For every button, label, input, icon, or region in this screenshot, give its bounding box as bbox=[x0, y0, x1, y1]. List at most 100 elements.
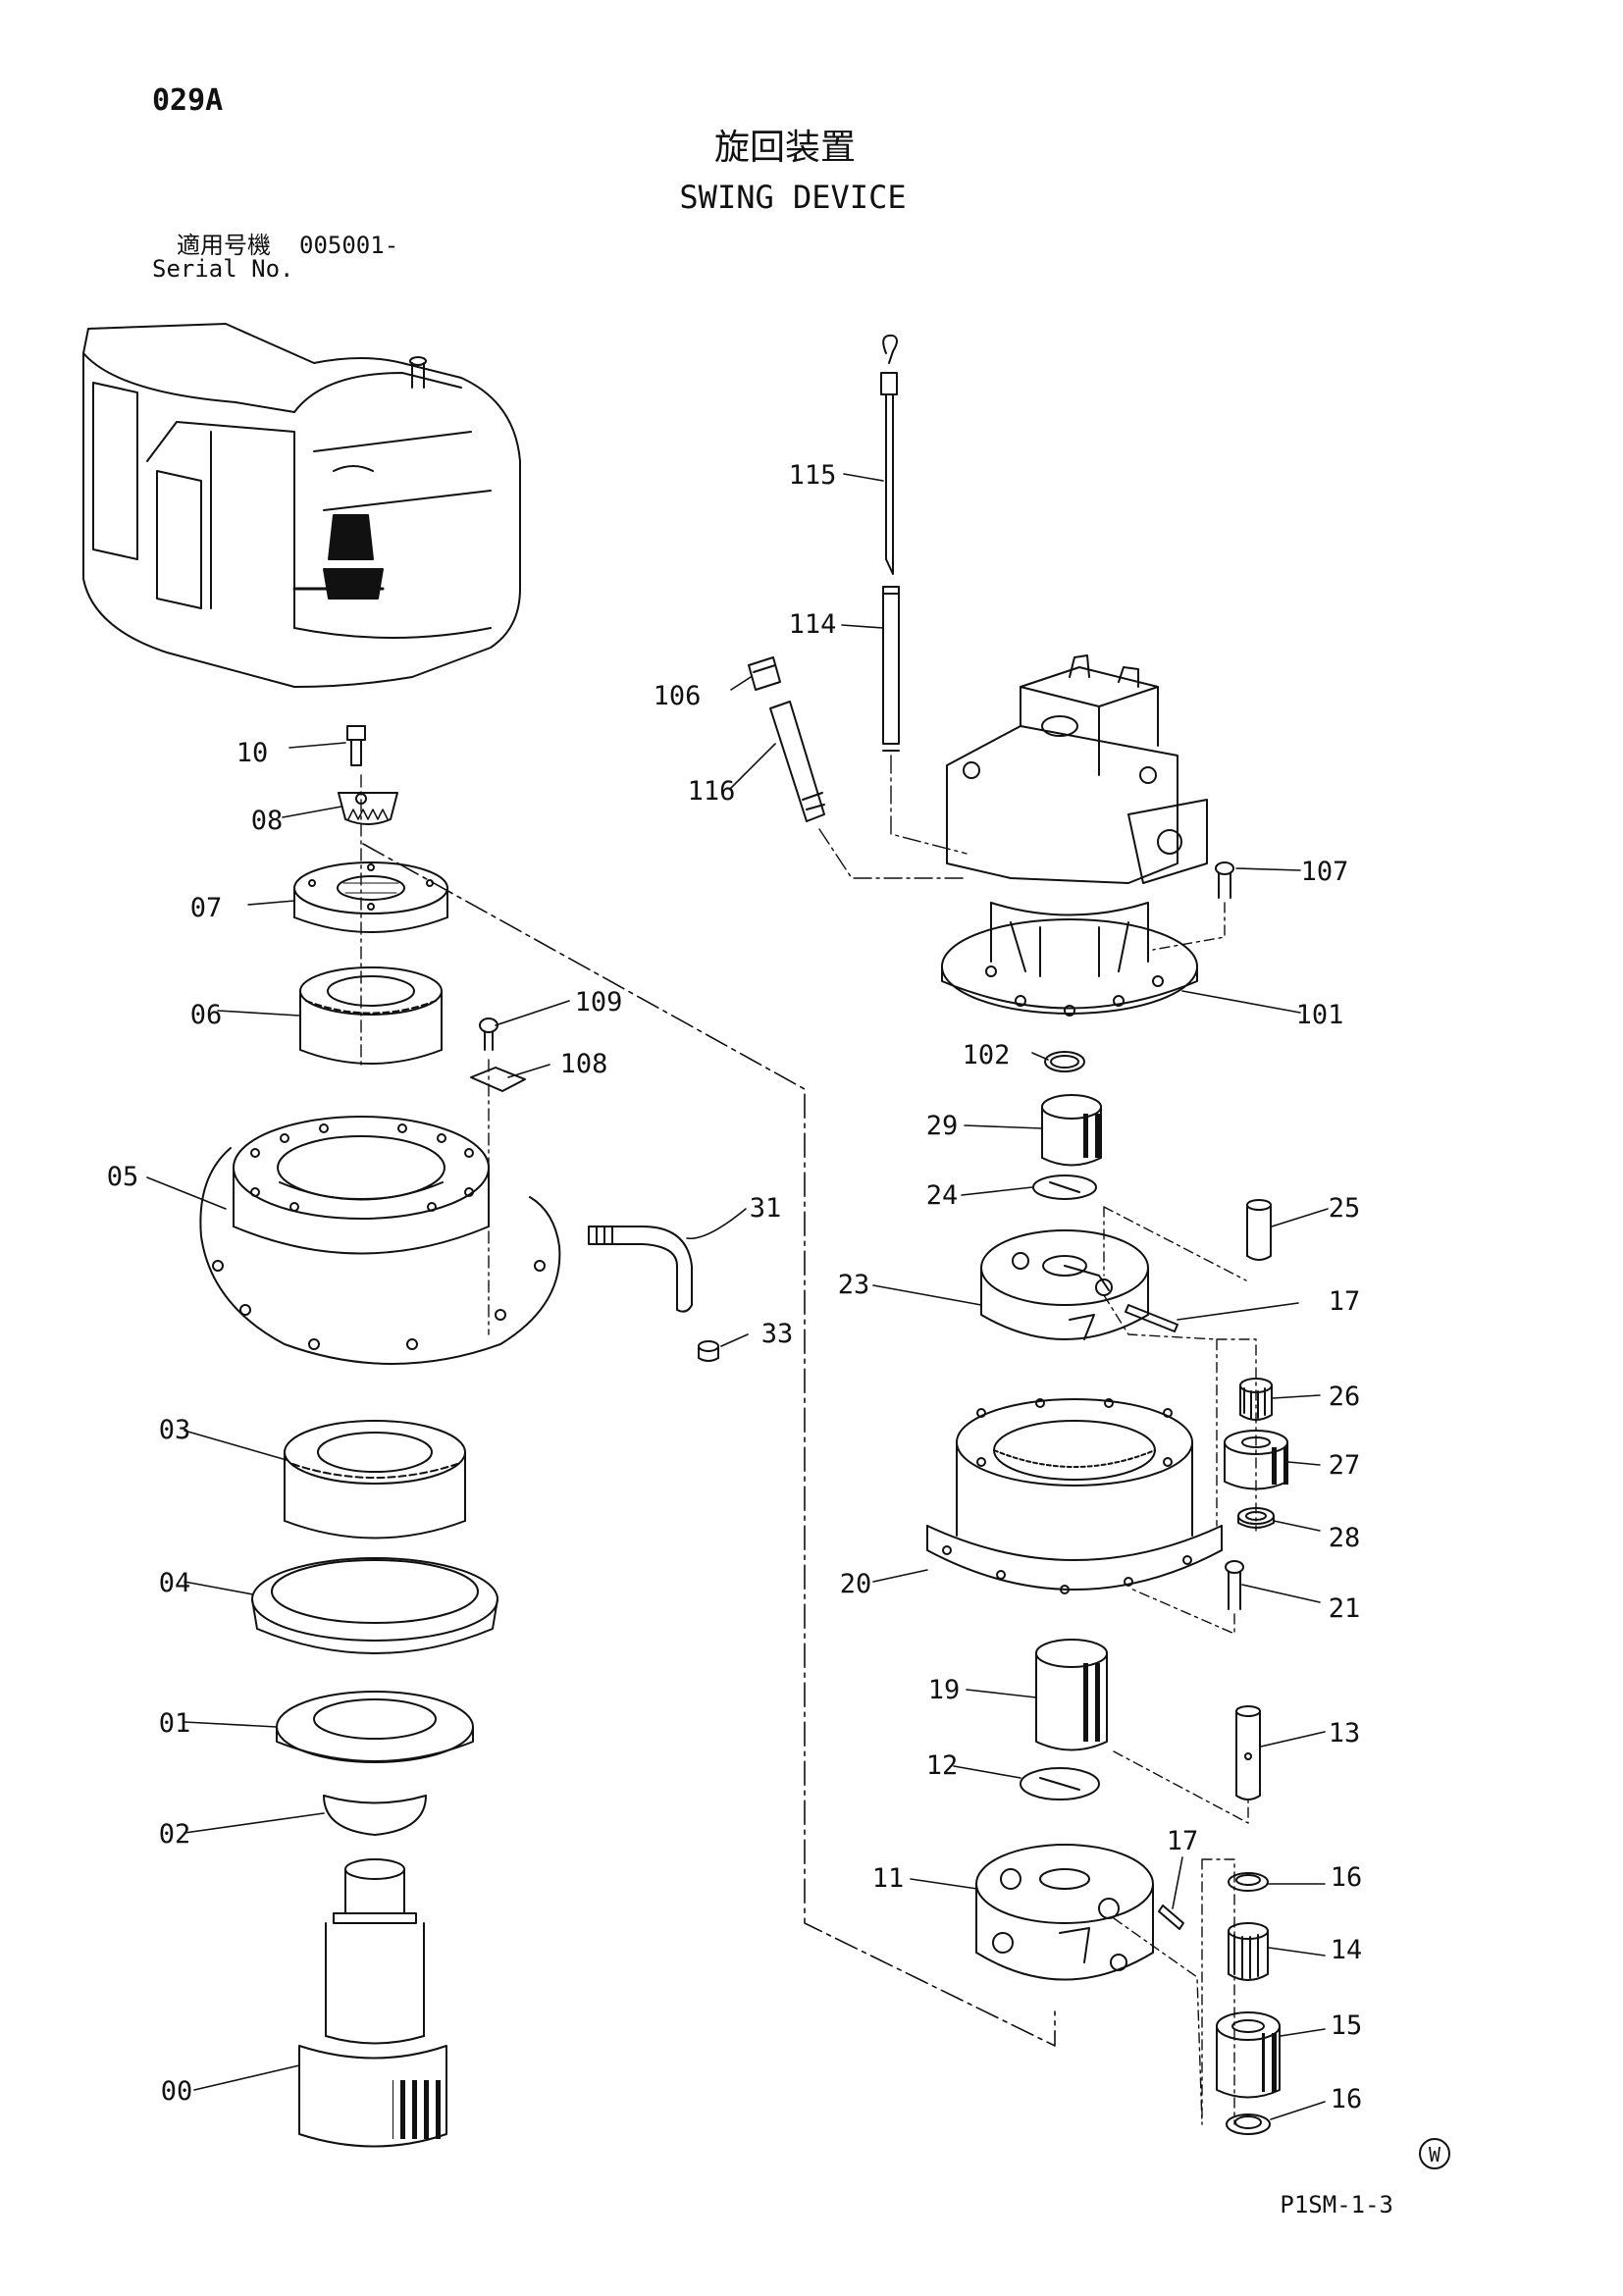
serial-label-japanese: 適用号機 bbox=[177, 232, 271, 259]
leader-lines bbox=[146, 473, 1329, 2120]
label-part-04: 04 bbox=[159, 1568, 191, 1598]
part-17-spring-pin bbox=[1125, 1304, 1178, 1332]
part-21-socket-bolt bbox=[1225, 1560, 1244, 1610]
label-part-05: 05 bbox=[107, 1162, 139, 1192]
axis-line-left bbox=[360, 774, 490, 1335]
label-part-00: 00 bbox=[161, 2076, 193, 2107]
part-28-thrust-washer bbox=[1237, 1507, 1275, 1529]
part-109-bolt bbox=[479, 1018, 498, 1051]
part-107-bolt bbox=[1215, 861, 1234, 899]
axis-line-planet bbox=[1103, 1294, 1257, 1532]
label-part-108: 108 bbox=[560, 1049, 608, 1079]
part-00-pinion-shaft bbox=[298, 1858, 447, 2148]
label-part-08: 08 bbox=[251, 806, 284, 836]
label-part-28: 28 bbox=[1329, 1523, 1361, 1553]
part-16-lower-washer bbox=[1226, 2113, 1271, 2135]
part-05-housing bbox=[199, 1116, 561, 1365]
title-japanese: 旋回装置 bbox=[714, 128, 856, 168]
label-part-107: 107 bbox=[1301, 857, 1349, 887]
label-part-14: 14 bbox=[1331, 1935, 1363, 1965]
part-20-ring-gear bbox=[926, 1398, 1223, 1594]
part-101-hydraulic-motor bbox=[941, 654, 1208, 1017]
label-part-17-upper: 17 bbox=[1329, 1286, 1361, 1317]
part-02-snap-ring bbox=[323, 1795, 427, 1836]
assembly-line-left bbox=[362, 843, 1056, 2047]
label-part-106: 106 bbox=[654, 681, 702, 711]
label-part-20: 20 bbox=[840, 1569, 872, 1599]
label-part-33: 33 bbox=[761, 1319, 794, 1349]
page-code: 029A bbox=[152, 83, 223, 118]
part-27-planet-gear bbox=[1224, 1430, 1289, 1490]
label-part-16-upper: 16 bbox=[1331, 1862, 1363, 1893]
label-part-21: 21 bbox=[1329, 1593, 1361, 1624]
title-english: SWING DEVICE bbox=[679, 179, 906, 216]
part-25-pin bbox=[1246, 1199, 1272, 1261]
axis-line-pipe bbox=[818, 828, 968, 879]
label-part-15: 15 bbox=[1331, 2010, 1363, 2041]
axis-line-13 bbox=[1113, 1750, 1249, 1824]
circled-marker bbox=[1419, 2138, 1450, 2169]
label-part-25: 25 bbox=[1329, 1193, 1361, 1224]
part-106-cap bbox=[748, 656, 781, 691]
part-03-roller-bearing bbox=[284, 1420, 466, 1539]
part-26-needle-bearing bbox=[1239, 1378, 1273, 1421]
label-part-06: 06 bbox=[190, 1000, 223, 1030]
label-part-23: 23 bbox=[838, 1270, 870, 1300]
label-part-01: 01 bbox=[159, 1708, 191, 1739]
label-part-102: 102 bbox=[963, 1040, 1011, 1070]
part-19-sun-gear bbox=[1035, 1639, 1108, 1751]
part-07-flange-nut bbox=[293, 861, 448, 933]
part-16-upper-washer bbox=[1228, 1872, 1269, 1892]
part-04-oil-seal bbox=[251, 1557, 498, 1654]
label-part-02: 02 bbox=[159, 1819, 191, 1850]
part-12-thrust-plate bbox=[1020, 1767, 1100, 1800]
part-17-lower-spring-pin bbox=[1158, 1905, 1184, 1930]
part-06-roller-bearing bbox=[299, 966, 443, 1065]
label-part-24: 24 bbox=[926, 1180, 959, 1211]
part-102-o-ring bbox=[1044, 1051, 1085, 1072]
axis-line-21 bbox=[1127, 1587, 1235, 1635]
label-part-29: 29 bbox=[926, 1111, 959, 1141]
label-part-114: 114 bbox=[789, 609, 837, 640]
part-23-carrier bbox=[980, 1229, 1149, 1340]
part-24-thrust-plate bbox=[1032, 1174, 1097, 1200]
serial-label-english: Serial No. bbox=[152, 255, 294, 283]
label-part-13: 13 bbox=[1329, 1718, 1361, 1748]
label-part-31: 31 bbox=[750, 1193, 782, 1224]
part-29-sun-gear bbox=[1041, 1094, 1103, 1167]
label-part-16-lower: 16 bbox=[1331, 2084, 1363, 2114]
drawing-code: P1SM-1-3 bbox=[1280, 2191, 1393, 2218]
part-15-planet-gear bbox=[1216, 2011, 1283, 2099]
label-part-03: 03 bbox=[159, 1415, 191, 1445]
label-part-19: 19 bbox=[928, 1675, 961, 1705]
axis-line-107 bbox=[1152, 902, 1226, 951]
part-08-lock-plate bbox=[338, 792, 398, 825]
part-10-bolt bbox=[346, 725, 366, 766]
part-11-carrier bbox=[975, 1844, 1154, 1981]
axis-line-carrier bbox=[1103, 1206, 1247, 1281]
label-part-26: 26 bbox=[1329, 1382, 1361, 1412]
part-108-plate bbox=[470, 1067, 526, 1092]
part-31-drain-hose bbox=[588, 1226, 693, 1313]
label-part-27: 27 bbox=[1329, 1450, 1361, 1481]
label-part-07: 07 bbox=[190, 893, 223, 923]
marker-letter: W bbox=[1429, 2143, 1441, 2166]
part-01-seal-ring bbox=[276, 1691, 474, 1763]
part-13-pin bbox=[1235, 1705, 1261, 1800]
label-part-109: 109 bbox=[575, 987, 623, 1018]
label-part-115: 115 bbox=[789, 460, 837, 491]
axis-line-lower-planet bbox=[1113, 1858, 1235, 2125]
part-14-needle-bearing bbox=[1228, 1922, 1269, 1981]
label-part-10: 10 bbox=[236, 738, 269, 768]
part-114-gauge-pipe bbox=[882, 586, 900, 752]
label-part-11: 11 bbox=[872, 1863, 905, 1894]
axis-line-gauge bbox=[890, 755, 968, 855]
label-part-17-lower: 17 bbox=[1167, 1826, 1199, 1856]
part-116-pipe bbox=[769, 701, 825, 822]
part-115-level-gauge bbox=[880, 334, 898, 575]
part-33-plug bbox=[698, 1340, 719, 1362]
excavator-location-sketch bbox=[82, 323, 521, 688]
label-part-101: 101 bbox=[1296, 1000, 1344, 1030]
